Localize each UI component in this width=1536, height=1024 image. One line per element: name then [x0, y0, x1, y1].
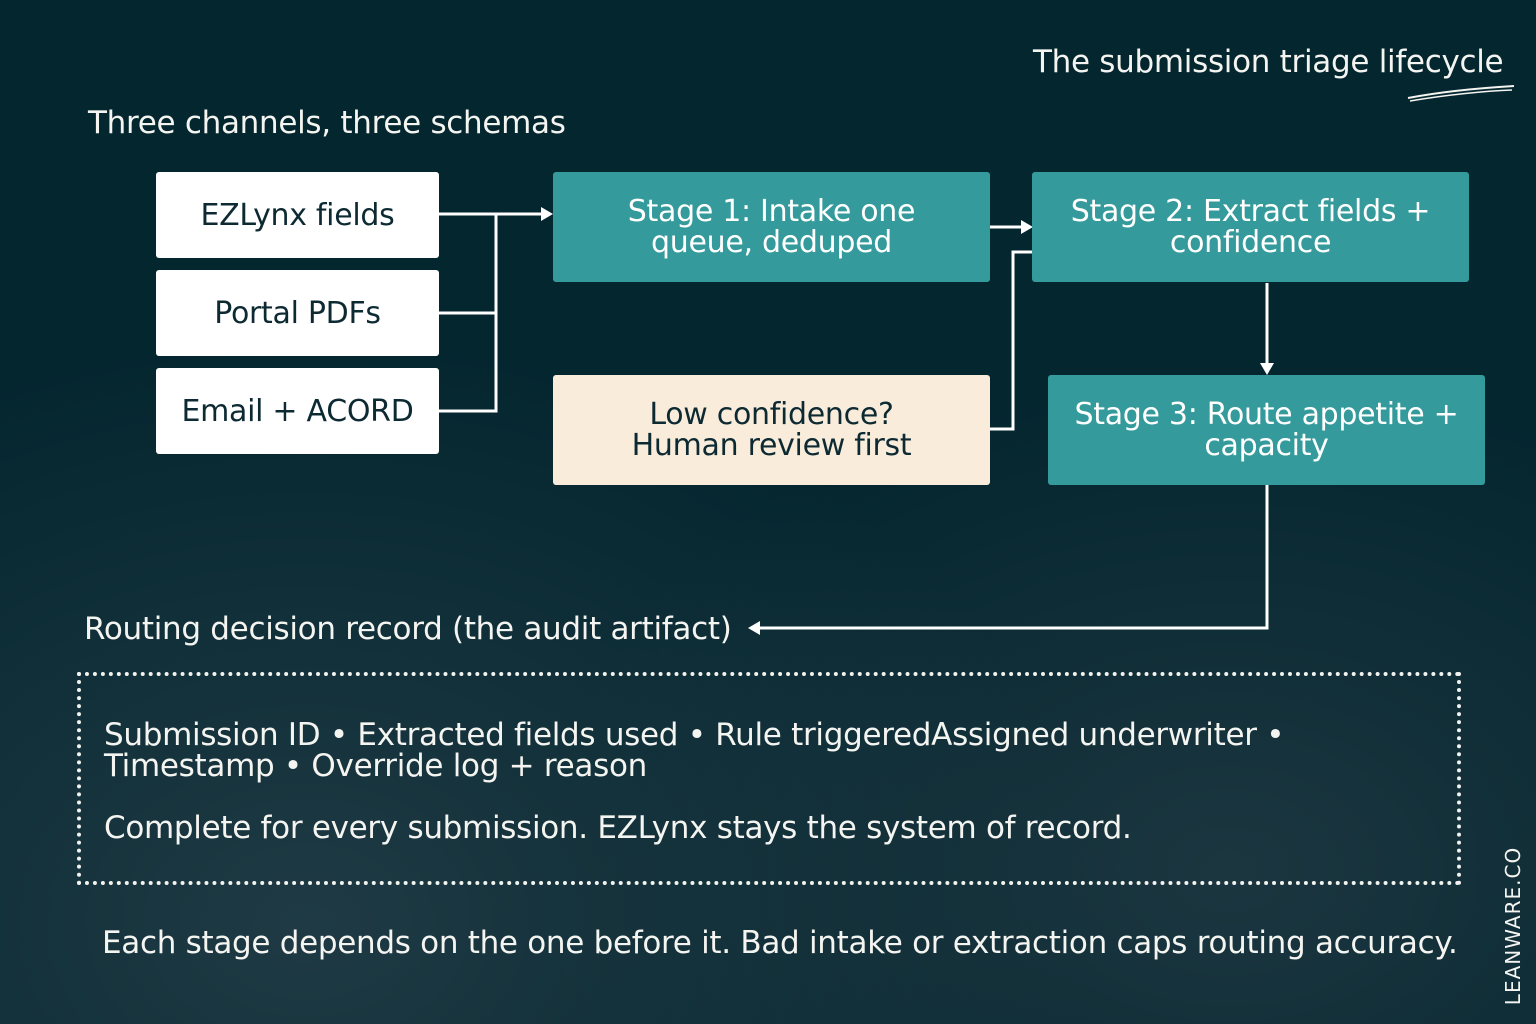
- channel-email-acord: Email + ACORD: [156, 368, 439, 454]
- page-title: The submission triage lifecycle: [1033, 44, 1504, 80]
- arrowhead-stage3: [1260, 363, 1274, 375]
- stage3-label: Stage 3: Route appetite + capacity: [1074, 397, 1459, 463]
- human-review-box: Low confidence? Human review first: [553, 375, 990, 485]
- stage2-box: Stage 2: Extract fields + confidence: [1032, 172, 1469, 282]
- channels-heading: Three channels, three schemas: [88, 105, 566, 141]
- record-box: [77, 672, 1461, 885]
- channel-ezlynx: EZLynx fields: [156, 172, 439, 258]
- arrowhead-stage1: [541, 207, 553, 221]
- channel-label: Email + ACORD: [181, 393, 414, 429]
- review-line2: Human review first: [631, 428, 912, 463]
- stage2-label: Stage 2: Extract fields + confidence: [1070, 194, 1431, 260]
- record-fields: Submission ID • Extracted fields used • …: [104, 717, 1285, 784]
- connector-email: [439, 214, 498, 413]
- channel-label: EZLynx fields: [200, 197, 395, 233]
- channel-label: Portal PDFs: [214, 295, 381, 331]
- record-note: Complete for every submission. EZLynx st…: [104, 810, 1132, 846]
- record-heading: Routing decision record (the audit artif…: [84, 611, 732, 647]
- brand-mark: LEANWARE.CO: [1501, 846, 1525, 1006]
- arrowhead-record: [748, 621, 760, 635]
- stage1-label: Stage 1: Intake one queue, deduped: [627, 194, 916, 260]
- review-line1: Low confidence?: [649, 397, 894, 432]
- channel-portal-pdfs: Portal PDFs: [156, 270, 439, 356]
- connector-review-stage2: [990, 250, 1032, 431]
- stage3-box: Stage 3: Route appetite + capacity: [1048, 375, 1485, 485]
- footer-note: Each stage depends on the one before it.…: [102, 925, 1458, 961]
- arrowhead-stage2: [1021, 220, 1033, 234]
- title-underline: [1407, 85, 1515, 102]
- stage1-box: Stage 1: Intake one queue, deduped: [553, 172, 990, 282]
- connector-stage3-record: [760, 485, 1269, 630]
